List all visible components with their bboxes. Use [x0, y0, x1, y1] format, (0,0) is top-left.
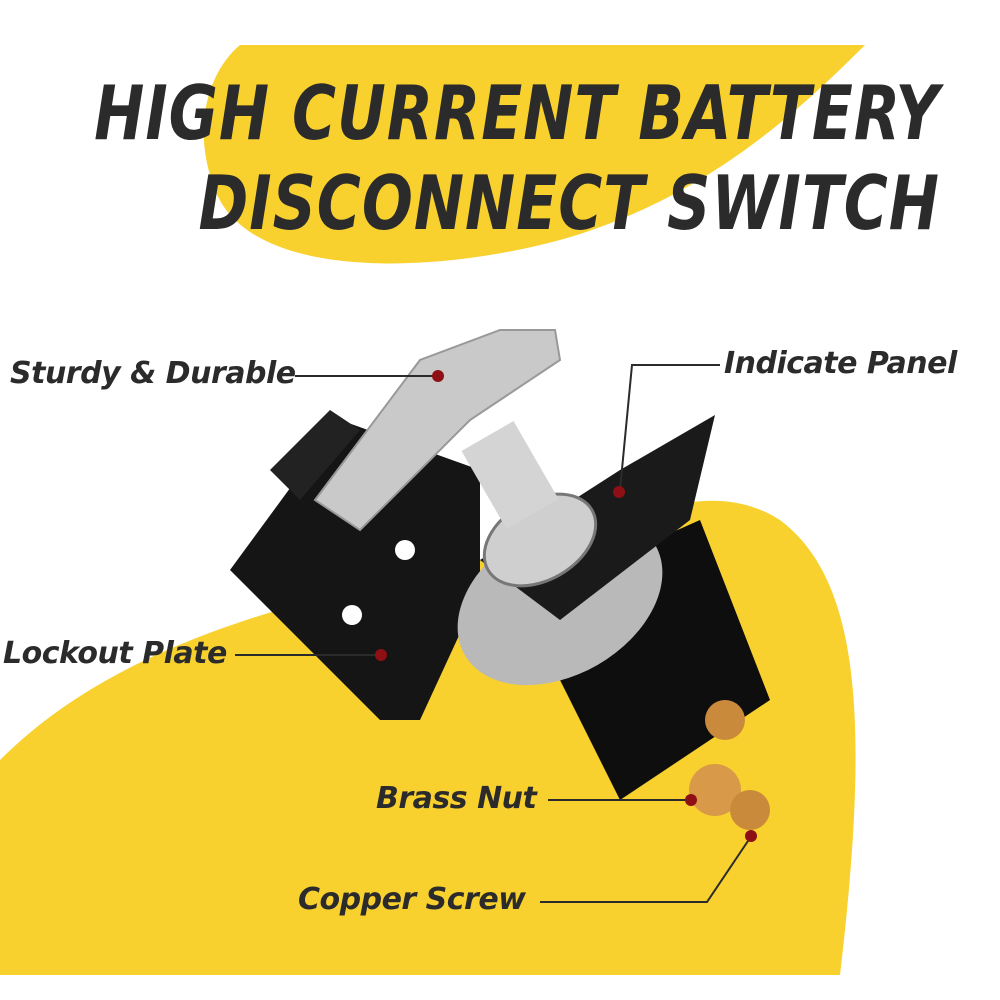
headline-line-1: HIGH CURRENT BATTERY — [94, 70, 940, 158]
callout-sturdy-durable: Sturdy & Durable — [10, 356, 296, 391]
switch-product-illustration — [230, 329, 770, 830]
callout-indicate-panel: Indicate Panel — [724, 346, 957, 381]
callout-lockout-plate: Lockout Plate — [3, 636, 227, 671]
callout-lines — [235, 364, 751, 903]
callout-brass-nut: Brass Nut — [376, 781, 537, 816]
callout-copper-screw: Copper Screw — [298, 882, 526, 917]
callout-markers — [375, 370, 757, 842]
headline-line-2: DISCONNECT SWITCH — [198, 160, 940, 248]
top-yellow-shape — [203, 45, 865, 264]
